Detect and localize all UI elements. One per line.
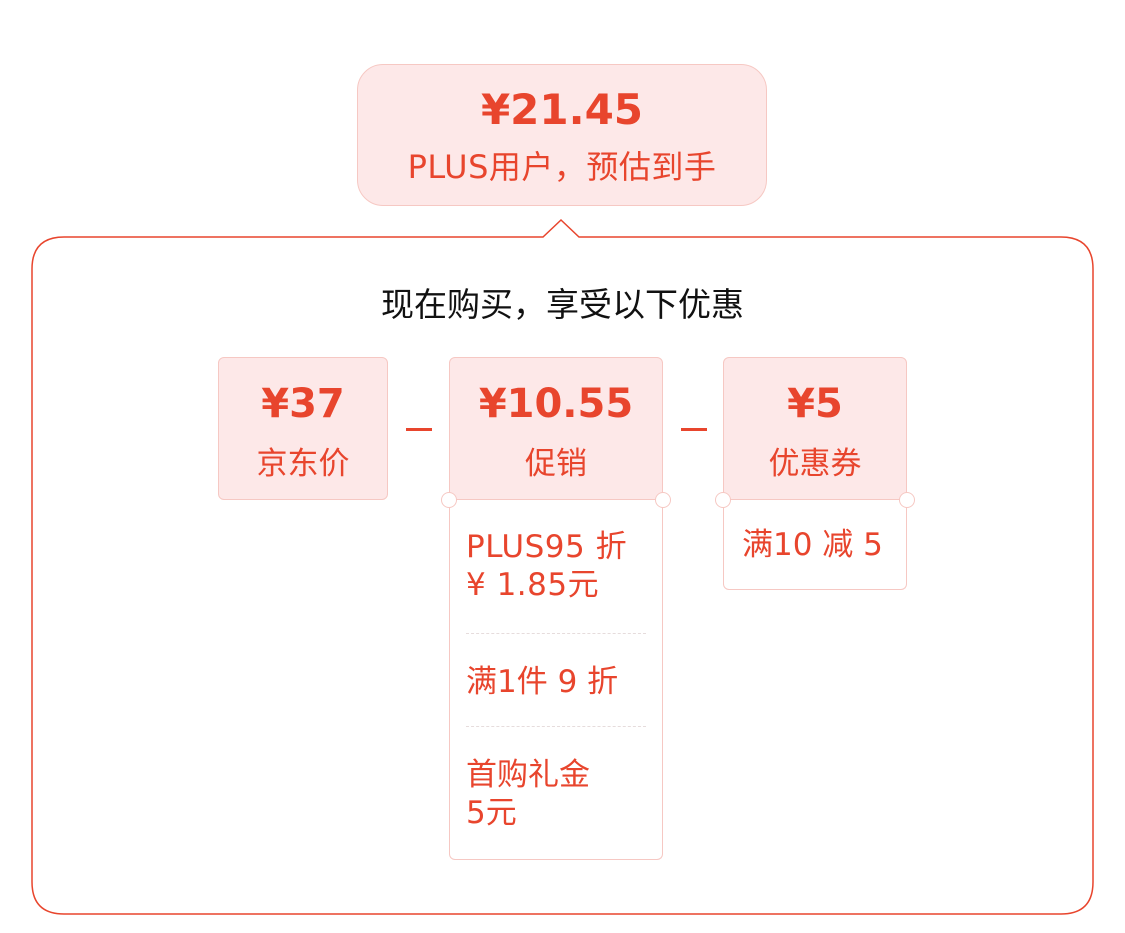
promo-card-header: ¥10.55 促销: [449, 357, 663, 500]
ticket-notch: [441, 492, 457, 508]
coupon-card-header: ¥5 优惠券: [723, 357, 907, 500]
jd-price-label: 京东价: [256, 446, 350, 482]
divider: [466, 726, 646, 727]
estimated-price-bubble: ¥21.45 PLUS用户，预估到手: [357, 64, 767, 206]
promo-card-body: PLUS95 折 ¥ 1.85元 满1件 9 折 首购礼金 5元: [449, 500, 663, 860]
jd-price: ¥37: [261, 381, 345, 427]
promo-price: ¥10.55: [478, 381, 634, 427]
divider: [466, 633, 646, 634]
coupon-price: ¥5: [787, 381, 843, 427]
discount-headline: 现在购买，享受以下优惠: [381, 285, 744, 324]
ticket-notch: [899, 492, 915, 508]
minus-sign: [406, 428, 432, 431]
estimated-price: ¥21.45: [480, 85, 644, 134]
promo-label: 促销: [525, 446, 587, 482]
estimated-price-label: PLUS用户，预估到手: [407, 148, 717, 186]
promo-item-plus: PLUS95 折 ¥ 1.85元: [466, 529, 628, 603]
minus-sign: [681, 428, 707, 431]
jd-price-card: ¥37 京东价: [218, 357, 388, 500]
promo-item-discount: 满1件 9 折: [466, 664, 619, 700]
promo-item-gift: 首购礼金 5元: [466, 757, 590, 831]
coupon-item: 满10 减 5: [742, 527, 883, 563]
ticket-notch: [655, 492, 671, 508]
coupon-card-body: 满10 减 5: [723, 500, 907, 590]
coupon-label: 优惠券: [768, 446, 862, 482]
ticket-notch: [715, 492, 731, 508]
